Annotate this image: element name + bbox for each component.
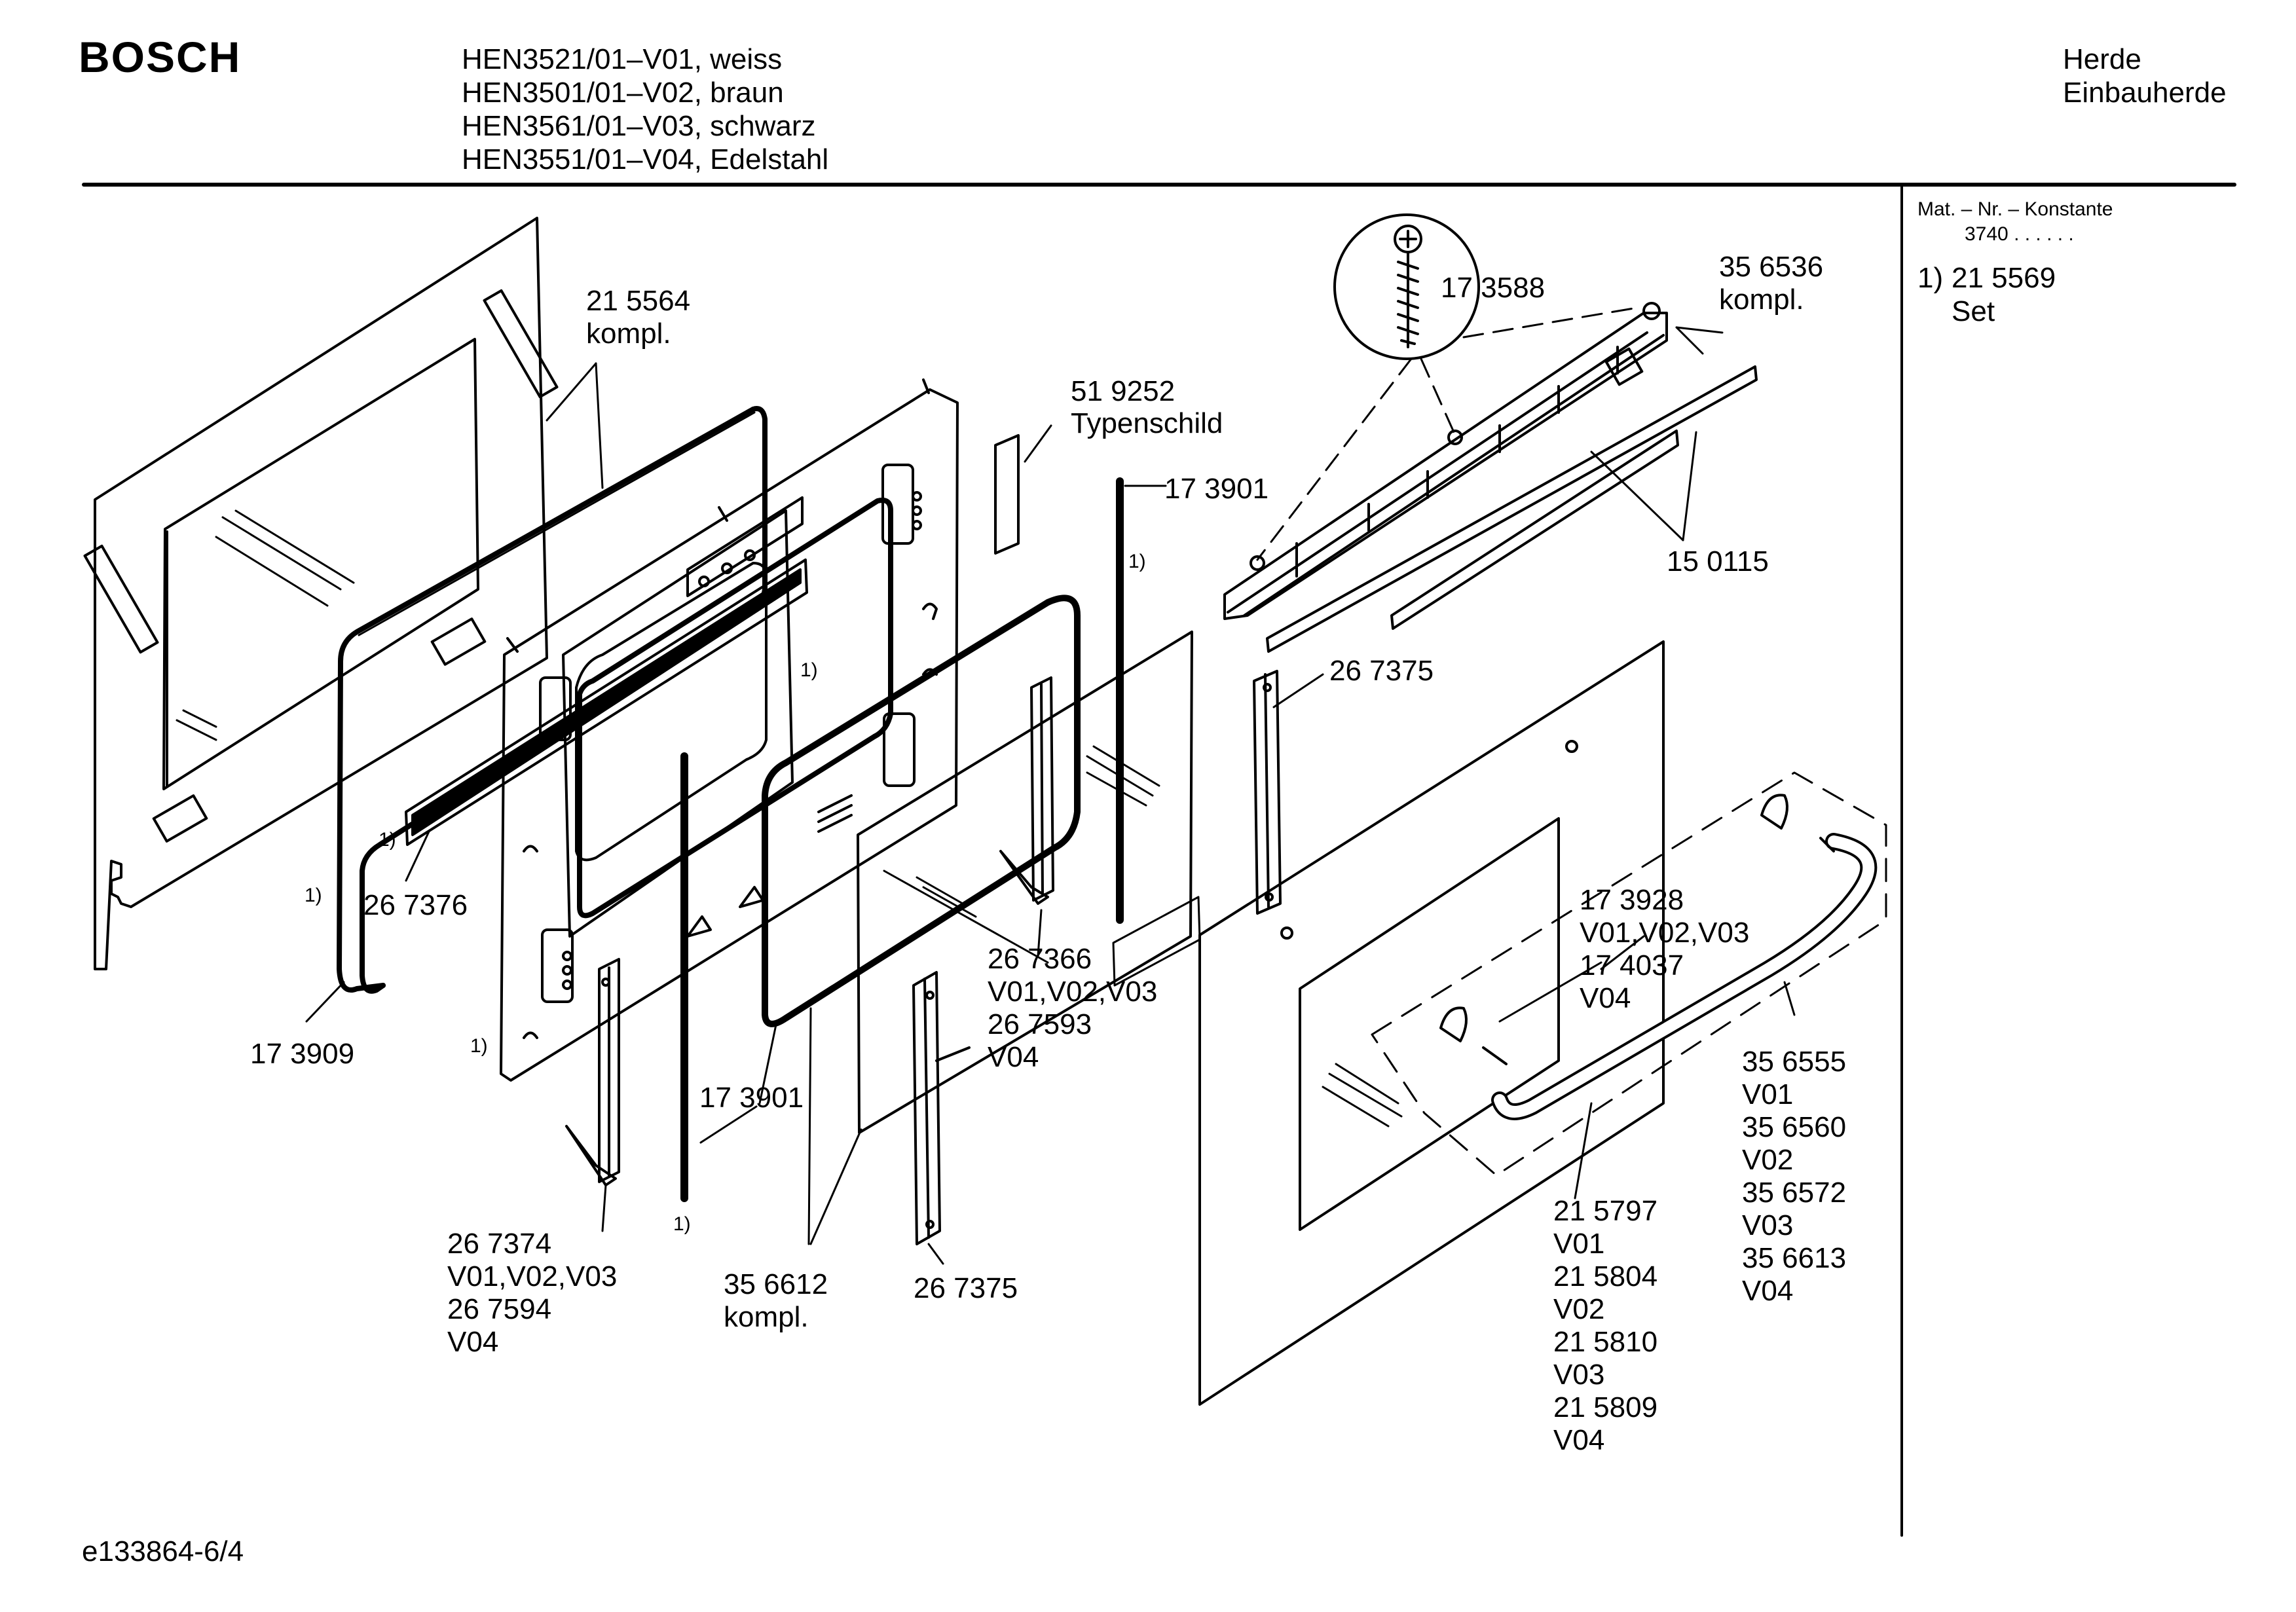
drawing-id: e133864-6/4 <box>82 1535 244 1567</box>
part-label-356612-sub: kompl. <box>724 1301 809 1333</box>
part-label-173928: 17 3928 <box>1580 884 1684 916</box>
part-label-519252-sub: Typenschild <box>1071 407 1223 439</box>
part-label-173909: 17 3909 <box>250 1038 355 1070</box>
inset-leaders <box>1257 308 1637 560</box>
inner-door-frame <box>406 380 957 1080</box>
footnote-marker: 1) <box>1128 551 1146 572</box>
part-label-215810-variant: V03 <box>1553 1359 1605 1391</box>
part-label-356572: 35 6572 <box>1742 1177 1847 1209</box>
screw-detail-inset <box>1335 215 1479 359</box>
part-label-267374-variants: V01,V02,V03 <box>447 1260 618 1292</box>
part-label-215797: 21 5797 <box>1553 1195 1658 1227</box>
part-label-150115: 15 0115 <box>1667 545 1769 577</box>
inner-seal-frame <box>765 598 1077 1024</box>
mat-nr-label: Mat. – Nr. – Konstante <box>1917 198 2113 220</box>
part-label-215797-variant: V01 <box>1553 1228 1605 1260</box>
part-label-356572-variant: V03 <box>1742 1209 1794 1241</box>
part-label-173901-bottom: 17 3901 <box>699 1082 804 1114</box>
footnote-description: Set <box>1952 295 1995 327</box>
part-label-356560: 35 6560 <box>1742 1111 1847 1143</box>
hinge-right <box>1001 678 1053 904</box>
part-label-173588: 17 3588 <box>1441 272 1546 304</box>
subcategory-label: Einbauherde <box>2063 77 2227 109</box>
side-profile-upright <box>1254 671 1280 913</box>
inner-glass-pane <box>858 632 1192 1133</box>
model-line-2: HEN3501/01–V02, braun <box>462 77 784 109</box>
part-label-267375-top: 26 7375 <box>1329 655 1434 687</box>
front-door-panel <box>1200 642 1663 1404</box>
part-label-519252: 51 9252 <box>1071 375 1176 407</box>
part-label-267594-variant: V04 <box>447 1326 499 1358</box>
part-label-356560-variant: V02 <box>1742 1144 1794 1176</box>
part-label-356536: 35 6536 <box>1719 251 1824 283</box>
model-line-1: HEN3521/01–V01, weiss <box>462 43 783 75</box>
door-seal-frame <box>339 409 765 991</box>
top-rail-profile <box>1225 303 1667 619</box>
model-line-3: HEN3561/01–V03, schwarz <box>462 110 816 142</box>
part-label-356613: 35 6613 <box>1742 1242 1847 1274</box>
type-plate <box>995 435 1018 553</box>
part-label-215564: 21 5564 <box>586 285 691 317</box>
part-label-173928-variants: V01,V02,V03 <box>1580 917 1750 949</box>
part-label-267375-bottom: 26 7375 <box>914 1272 1018 1304</box>
footnote-part-number: 21 5569 <box>1952 262 2056 294</box>
top-strip-lower <box>1267 367 1756 651</box>
part-label-174037-variant: V04 <box>1580 982 1631 1014</box>
part-label-215810: 21 5810 <box>1553 1326 1658 1358</box>
footnote-index: 1) <box>1917 262 1944 294</box>
category-label: Herde <box>2063 43 2141 75</box>
part-label-267594: 26 7594 <box>447 1293 552 1325</box>
part-label-267376: 26 7376 <box>363 889 468 921</box>
middle-glass-pane <box>1113 897 1200 985</box>
part-label-267593: 26 7593 <box>988 1008 1092 1040</box>
leader-lines <box>306 327 1794 1264</box>
part-label-356612: 35 6612 <box>724 1268 828 1300</box>
handle-group-outline <box>1372 773 1886 1175</box>
part-label-267366: 26 7366 <box>988 943 1092 975</box>
part-label-267374: 26 7374 <box>447 1228 552 1260</box>
mat-nr-value: 3740 . . . . . . <box>1965 223 2074 245</box>
part-label-356555: 35 6555 <box>1742 1046 1847 1078</box>
footnote-marker: 1) <box>379 829 396 851</box>
door-handle <box>1441 795 1868 1112</box>
part-label-267366-variants: V01,V02,V03 <box>988 976 1158 1008</box>
part-label-356613-variant: V04 <box>1742 1275 1794 1307</box>
part-label-215804: 21 5804 <box>1553 1260 1658 1292</box>
footnote-marker: 1) <box>470 1035 488 1057</box>
hinge-left <box>566 959 619 1185</box>
outer-door-panel <box>85 218 557 969</box>
part-label-173901-top: 17 3901 <box>1164 473 1269 505</box>
part-label-356555-variant: V01 <box>1742 1078 1794 1110</box>
footnote-marker: 1) <box>800 659 818 681</box>
bosch-logo: BOSCH <box>79 33 242 81</box>
hinge-bottom <box>914 972 969 1244</box>
footnote-marker: 1) <box>673 1213 691 1235</box>
top-strip-upper <box>1392 431 1678 629</box>
footnote-marker: 1) <box>305 885 322 906</box>
part-label-215804-variant: V02 <box>1553 1293 1605 1325</box>
part-label-215809: 21 5809 <box>1553 1391 1658 1423</box>
part-label-174037: 17 4037 <box>1580 949 1684 981</box>
part-label-356536-sub: kompl. <box>1719 284 1804 316</box>
part-label-215564-sub: kompl. <box>586 318 671 350</box>
part-label-267593-variant: V04 <box>988 1041 1039 1073</box>
model-line-4: HEN3551/01–V04, Edelstahl <box>462 143 829 175</box>
part-label-215809-variant: V04 <box>1553 1424 1605 1456</box>
